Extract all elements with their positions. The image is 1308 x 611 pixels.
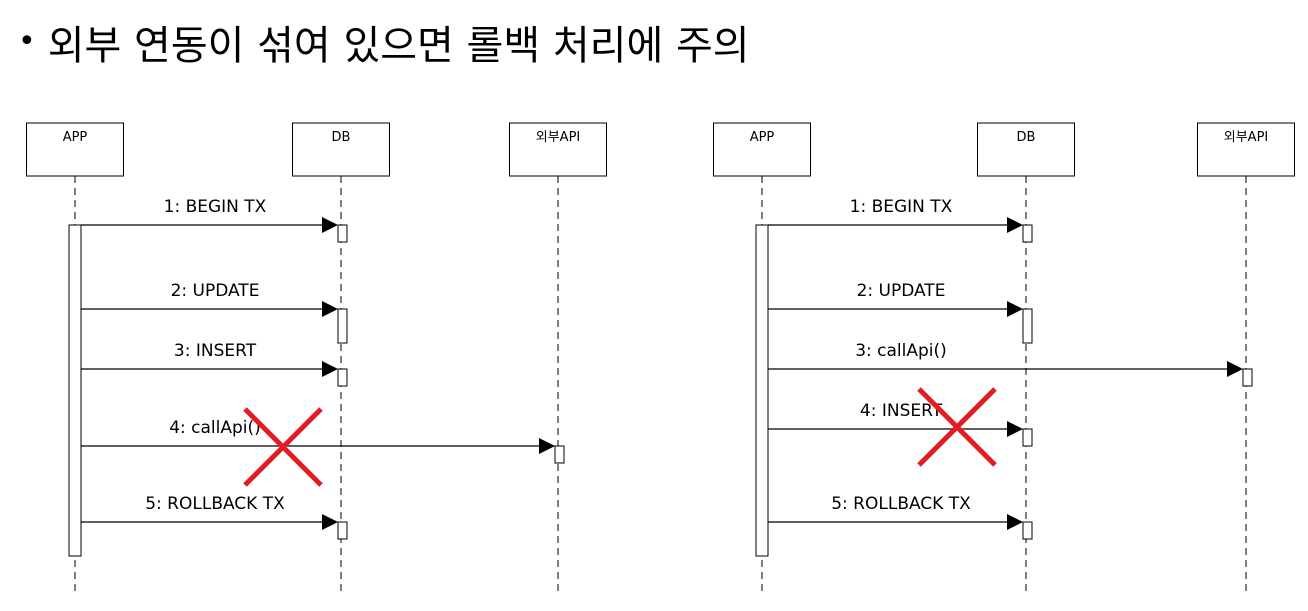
message-label-d2-m2: 2: UPDATE [857,281,946,301]
failure-cross-icon-d1-m4-b [243,407,323,487]
target-activation-d2-m5 [1022,521,1033,540]
arrowhead-icon-d1-m4 [539,438,555,454]
slide-title-text: 외부 연동이 섞여 있으면 롤백 처리에 주의 [47,23,750,69]
message-label-d2-m4: 4: INSERT [860,401,943,421]
participant-label-d2-api: 외부API [1224,130,1269,145]
failure-cross-icon-d2-m4-b [917,387,997,467]
message-label-d1-m4: 4: callApi() [169,418,261,438]
arrowhead-icon-d1-m3 [322,361,338,377]
target-activation-d2-m4 [1022,428,1033,447]
message-label-d2-m1: 1: BEGIN TX [850,197,953,217]
target-activation-d2-m3 [1242,368,1253,387]
message-label-d1-m5: 5: ROLLBACK TX [145,494,285,514]
message-label-d1-m1: 1: BEGIN TX [164,197,267,217]
target-activation-d1-m5 [337,521,348,540]
participant-label-d2-app: APP [750,130,775,145]
participant-box-d2-db [977,122,1075,177]
arrowhead-icon-d1-m5 [322,514,338,530]
arrowhead-icon-d2-m3 [1227,361,1243,377]
arrowhead-icon-d2-m5 [1007,514,1023,530]
participant-box-d1-app [26,122,124,177]
activation-bar-d1-app [68,224,82,557]
target-activation-d1-m1 [337,224,348,243]
participant-box-d2-app [713,122,811,177]
slide-title: • 외부 연동이 섞여 있으면 롤백 처리에 주의 [18,14,750,70]
participant-label-d1-db: DB [332,130,351,145]
target-activation-d1-m3 [337,368,348,387]
arrowhead-icon-d2-m2 [1007,301,1023,317]
message-label-d1-m3: 3: INSERT [174,341,257,361]
target-activation-d1-m2 [337,308,348,344]
message-label-d2-m5: 5: ROLLBACK TX [831,494,971,514]
message-label-d2-m3: 3: callApi() [855,341,947,361]
activation-bar-d2-app [755,224,769,557]
participant-label-d2-db: DB [1017,130,1036,145]
participant-box-d1-api [509,122,607,177]
bullet-icon: • [18,24,36,59]
target-activation-d2-m2 [1022,308,1033,344]
arrowhead-icon-d1-m1 [322,217,338,233]
arrowhead-icon-d2-m1 [1007,217,1023,233]
participant-label-d1-app: APP [63,130,88,145]
arrowhead-icon-d1-m2 [322,301,338,317]
target-activation-d2-m1 [1022,224,1033,243]
participant-label-d1-api: 외부API [536,130,581,145]
arrowhead-icon-d2-m4 [1007,421,1023,437]
target-activation-d1-m4 [554,445,565,464]
message-label-d1-m2: 2: UPDATE [171,281,260,301]
